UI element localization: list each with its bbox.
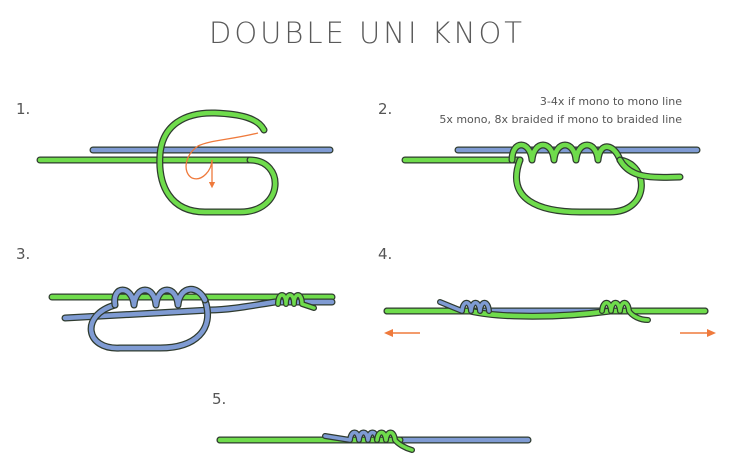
step-5-number: 5. bbox=[212, 390, 227, 408]
step-4-illustration bbox=[383, 299, 716, 337]
page-title: DOUBLE UNI KNOT bbox=[208, 16, 525, 50]
step-1-number: 1. bbox=[16, 100, 31, 118]
step-3-number: 3. bbox=[16, 245, 31, 263]
step-2-note-braided: 5x mono, 8x braided if mono to braided l… bbox=[439, 113, 682, 126]
step-2-note-mono: 3-4x if mono to mono line bbox=[539, 95, 682, 108]
step-1-illustration bbox=[36, 109, 334, 216]
right-arrow-icon bbox=[680, 329, 716, 337]
step-2-number: 2. bbox=[378, 100, 393, 118]
left-arrow-icon bbox=[384, 329, 420, 337]
orange-arrow-icon bbox=[185, 132, 259, 189]
step-2-illustration bbox=[401, 141, 701, 216]
step-4-number: 4. bbox=[378, 245, 393, 263]
step-5-illustration bbox=[216, 429, 532, 453]
step-3-illustration bbox=[48, 285, 336, 352]
